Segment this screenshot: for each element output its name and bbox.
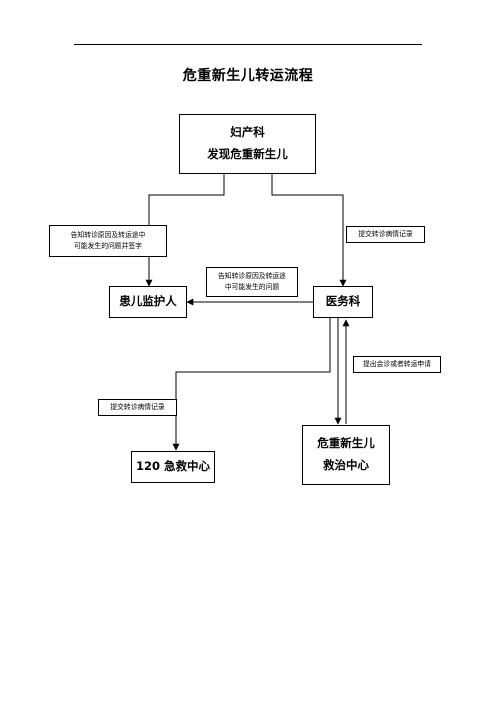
obstetrics-node: 妇产科 发现危重新生儿 bbox=[179, 114, 316, 174]
critical-center-node: 危重新生儿 救治中心 bbox=[302, 425, 390, 485]
emergency-120-label: 120 急救中心 bbox=[135, 459, 210, 474]
note-submit-records-top: 提交转诊病情记录 bbox=[346, 226, 425, 243]
note-inform-guardian: 告知转诊原因及转运途中 可能发生的问题并签字 bbox=[49, 225, 167, 257]
note-inform-middle: 告知转诊原因及转运途 中可能发生的问题 bbox=[206, 267, 298, 297]
note-inform-guardian-line2: 可能发生的问题并签字 bbox=[74, 242, 142, 250]
obstetrics-line2: 发现危重新生儿 bbox=[207, 147, 288, 161]
medical-affairs-label: 医务科 bbox=[325, 294, 361, 309]
note-submit-records-top-label: 提交转诊病情记录 bbox=[358, 229, 413, 238]
note-submit-records-bottom-label: 提交转诊病情记录 bbox=[110, 402, 165, 411]
emergency-120-node: 120 急救中心 bbox=[131, 451, 215, 483]
guardian-label: 患儿监护人 bbox=[119, 294, 177, 309]
note-consult-request: 提出会诊或者转运申请 bbox=[353, 356, 441, 373]
obstetrics-line1: 妇产科 bbox=[230, 125, 265, 140]
arrow-obstetrics-to-medical bbox=[271, 174, 347, 287]
medical-affairs-node: 医务科 bbox=[313, 286, 373, 318]
critical-center-line2: 救治中心 bbox=[323, 458, 369, 472]
header-rule bbox=[74, 44, 422, 45]
note-inform-middle-line1: 告知转诊原因及转运途 bbox=[218, 271, 286, 280]
note-inform-middle-line2: 中可能发生的问题 bbox=[224, 283, 280, 291]
note-consult-request-label: 提出会诊或者转运申请 bbox=[363, 359, 431, 368]
critical-center-line1: 危重新生儿 bbox=[317, 436, 375, 451]
guardian-node: 患儿监护人 bbox=[109, 286, 187, 318]
page-title: 危重新生儿转运流程 bbox=[182, 68, 314, 84]
note-inform-guardian-line1: 告知转诊原因及转运途中 bbox=[70, 230, 146, 239]
note-submit-records-bottom: 提交转诊病情记录 bbox=[98, 399, 177, 416]
